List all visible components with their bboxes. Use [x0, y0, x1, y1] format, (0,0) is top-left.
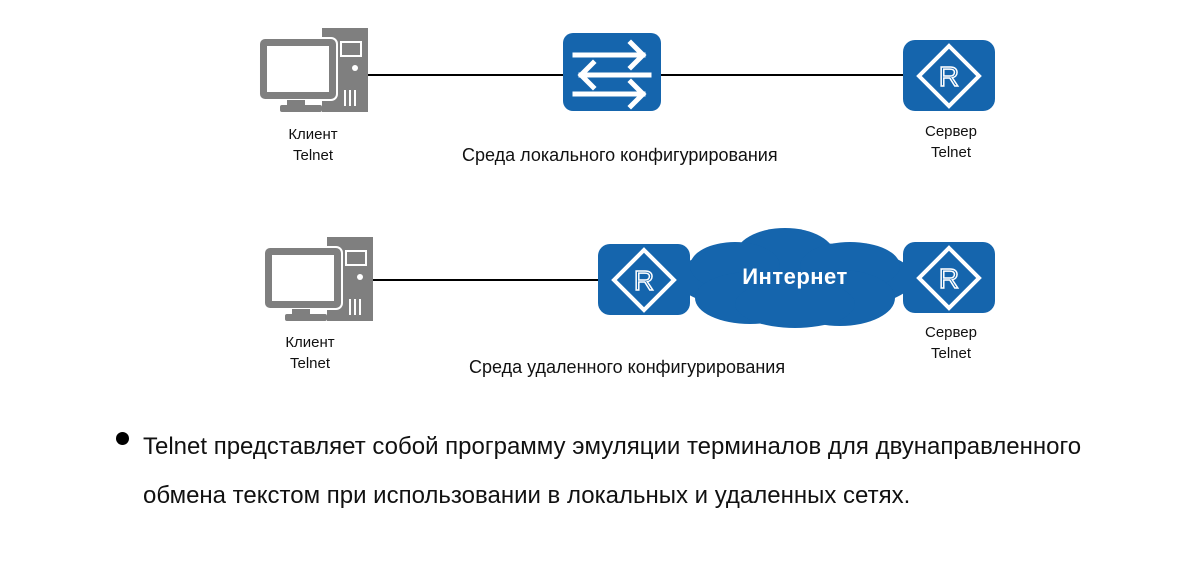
svg-text:R: R	[939, 61, 959, 92]
server-router-device: R	[903, 40, 995, 111]
link-switch-server	[661, 74, 904, 76]
link-client-switch	[365, 74, 563, 76]
client-label-line2: Telnet	[289, 355, 331, 372]
server-label: Сервер Telnet	[901, 322, 1001, 364]
router-icon: R	[916, 245, 982, 311]
server-label-line1: Сервер	[924, 324, 977, 341]
server-label-line2: Telnet	[930, 144, 972, 161]
client-label-line2: Telnet	[292, 147, 334, 164]
remote-caption: Среда удаленного конфигурирования	[469, 357, 786, 377]
link-client-gateway	[370, 279, 600, 281]
internet-cloud-icon	[675, 228, 915, 328]
router-icon: R	[611, 247, 677, 313]
local-caption: Среда локального конфигурирования	[462, 145, 778, 165]
server-label-line2: Telnet	[930, 345, 972, 362]
server-router-device: R	[903, 242, 995, 313]
gateway-router-device: R	[598, 244, 690, 315]
client-label: Клиент Telnet	[263, 124, 363, 166]
svg-text:R: R	[939, 263, 959, 294]
bullet-description: Telnet представляет собой программу эмул…	[143, 433, 1082, 509]
server-label-line1: Сервер	[924, 123, 977, 140]
svg-text:R: R	[634, 265, 654, 296]
bullet-point-icon	[116, 432, 129, 445]
client-label-line1: Клиент	[285, 334, 335, 351]
internet-label: Интернет	[742, 264, 848, 289]
pc-client-icon	[258, 28, 368, 112]
pc-client-icon	[263, 237, 373, 321]
server-label: Сервер Telnet	[901, 121, 1001, 163]
switch-device	[563, 33, 661, 111]
client-label: Клиент Telnet	[260, 332, 360, 374]
router-icon: R	[916, 43, 982, 109]
switch-arrows-icon	[572, 39, 652, 110]
client-label-line1: Клиент	[288, 126, 338, 143]
